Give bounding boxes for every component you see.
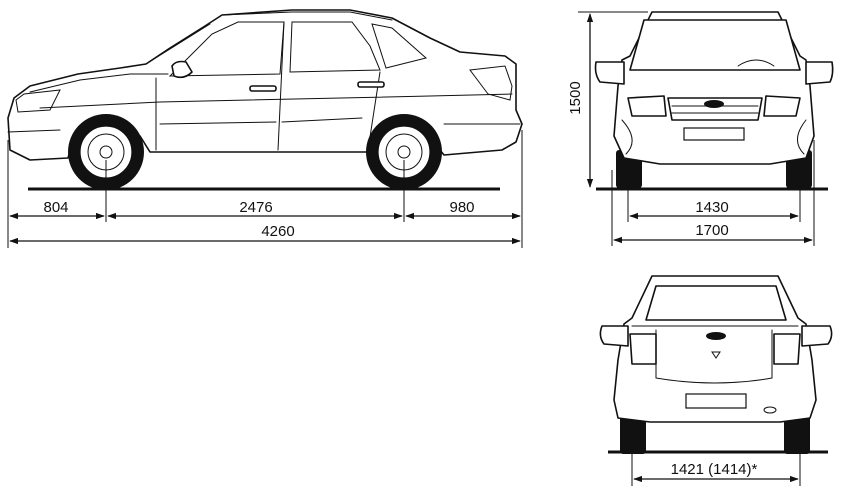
rear-wheel <box>366 114 442 190</box>
front-wheel <box>68 114 144 190</box>
overall-width-label: 1700 <box>695 222 728 239</box>
side-view: 804 2476 980 4260 <box>7 9 523 248</box>
front-door-handle <box>249 85 277 92</box>
hood-line <box>29 73 169 93</box>
front-plate <box>683 127 745 141</box>
rear-overhang-label: 980 <box>449 199 474 216</box>
front-track-label: 1430 <box>695 199 728 216</box>
side-mirror-icon <box>171 60 193 79</box>
front-right-headlight <box>763 95 801 117</box>
rear-badge-icon <box>706 332 726 340</box>
front-bumper-line <box>7 129 61 133</box>
front-left-headlight <box>627 95 667 117</box>
windshield-line <box>145 23 211 65</box>
side-molding <box>159 117 363 125</box>
door-seam-middle <box>277 21 285 151</box>
rear-view: 1421 (1414)* <box>599 275 833 486</box>
wheelbase-label: 2476 <box>239 199 272 216</box>
rear-left-mirror <box>599 325 629 347</box>
rear-track-label: 1421 (1414)* <box>671 461 758 478</box>
front-right-mirror <box>805 61 834 85</box>
front-badge-icon <box>704 100 724 108</box>
front-windshield <box>629 19 801 71</box>
rear-door-handle <box>357 81 385 88</box>
front-left-mirror <box>594 61 625 85</box>
front-grille <box>667 97 763 121</box>
headlight <box>15 89 61 113</box>
rear-right-mirror <box>801 325 833 347</box>
front-view: 1500 1430 1700 <box>566 11 834 246</box>
roof-line <box>221 11 393 21</box>
rear-right-taillight <box>773 333 801 365</box>
overall-length-label: 4260 <box>261 223 294 240</box>
front-door-window <box>168 21 285 77</box>
body-character-line <box>39 93 513 109</box>
height-label: 1500 <box>567 81 584 114</box>
rear-left-taillight <box>629 333 657 365</box>
rear-window <box>645 285 787 321</box>
quarter-window <box>371 23 428 69</box>
tail-light <box>469 65 513 101</box>
rear-plate <box>685 393 747 409</box>
front-overhang-label: 804 <box>43 199 68 216</box>
rear-door-window <box>289 21 381 73</box>
